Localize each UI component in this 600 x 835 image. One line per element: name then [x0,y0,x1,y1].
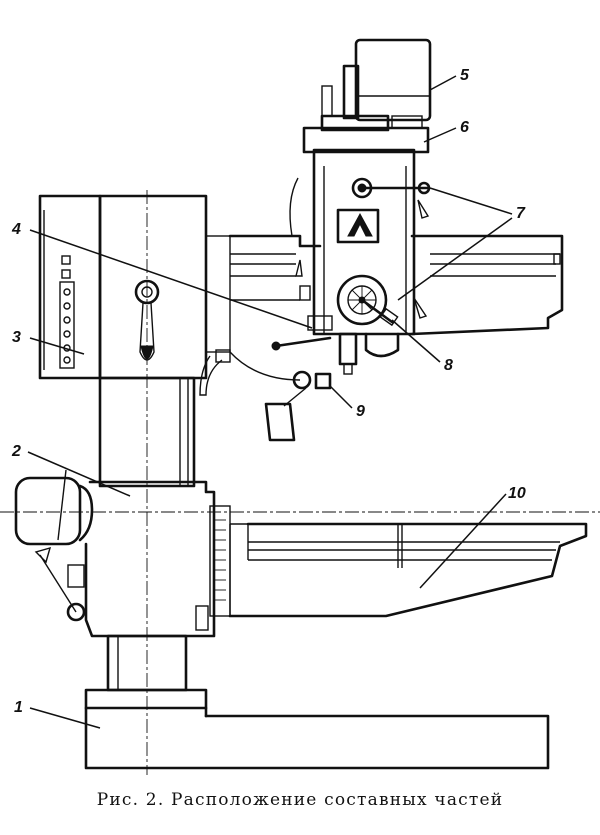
callout-1: 1 [14,699,101,729]
svg-text:1: 1 [14,699,23,716]
svg-text:10: 10 [508,485,526,502]
callout-2: 2 [11,443,131,497]
svg-text:7: 7 [516,205,526,222]
callout-9: 9 [329,385,365,420]
work-table [228,522,588,618]
svg-text:2: 2 [11,443,21,460]
svg-text:8: 8 [444,357,453,374]
spindle-head [289,114,431,375]
svg-text:5: 5 [460,67,470,84]
feed-handle-assembly [229,336,332,442]
radial-arm [228,234,564,336]
callout-6: 6 [423,119,469,143]
base-plate [84,688,550,770]
callout-7: 7 [397,187,526,301]
callout-4: 4 [11,221,313,329]
callout-layer: 1 2 3 4 5 6 7 8 [11,67,526,729]
callout-3: 3 [12,329,85,355]
sleeve-carriage [14,469,231,638]
figure-caption: Рис. 2. Расположение составных частей [96,790,504,810]
callout-10: 10 [419,485,526,589]
svg-text:9: 9 [356,403,365,420]
svg-text:6: 6 [460,119,469,136]
lift-gearbox-housing [38,194,231,396]
radial-drill-drawing: 1 2 3 4 5 6 7 8 [0,38,600,775]
svg-text:3: 3 [12,329,21,346]
callout-8: 8 [391,319,453,374]
svg-text:4: 4 [11,221,21,238]
callout-5: 5 [429,67,470,91]
spindle-motor [321,38,432,122]
